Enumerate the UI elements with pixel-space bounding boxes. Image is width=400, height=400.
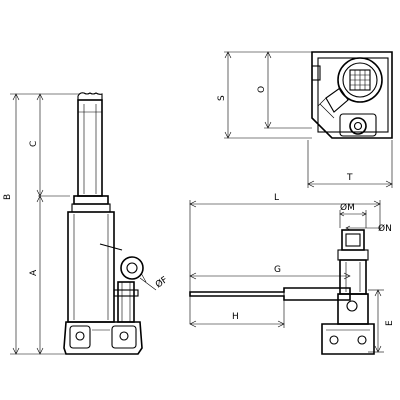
dim-label-C: C (29, 141, 39, 147)
side-view: B C A (3, 92, 170, 355)
dim-line-G (189, 272, 351, 280)
dim-label-H: H (232, 312, 239, 322)
top-view-pump-socket (317, 87, 349, 119)
top-view: S O T (217, 51, 393, 188)
top-view-release-valve (339, 113, 377, 137)
dim-line-L (189, 200, 381, 324)
dim-label-E: E (385, 320, 395, 326)
jack-ram-collar (71, 195, 111, 213)
dim-label-O: O (257, 86, 267, 93)
top-view-side-nub (311, 65, 321, 81)
dim-label-F: ØF (153, 274, 169, 290)
dim-label-S: S (217, 95, 227, 101)
dim-label-A: A (29, 269, 39, 276)
dim-label-B: B (3, 194, 13, 200)
jack-pump-assembly (99, 243, 144, 323)
front-view-ram (337, 229, 369, 295)
dim-line-H (189, 290, 285, 328)
dim-line-F (139, 272, 157, 291)
dim-label-T: T (346, 173, 353, 183)
dimension-lines-vertical-left (10, 93, 80, 355)
dimension-lines-top-view (224, 51, 393, 188)
jack-cylinder-body (67, 211, 115, 323)
front-view: L G H ØM ØN (189, 193, 395, 355)
dim-line-M (339, 210, 367, 228)
front-view-handle (189, 287, 351, 301)
top-view-ram (337, 57, 383, 103)
dim-label-L: L (274, 193, 279, 203)
dim-label-M: ØM (340, 202, 355, 213)
dim-label-G: G (274, 265, 281, 275)
jack-base (63, 321, 143, 355)
dim-label-N: ØN (378, 223, 392, 234)
dim-line-E (368, 289, 384, 353)
jack-extension-screw (77, 92, 103, 197)
front-view-base (321, 293, 375, 355)
